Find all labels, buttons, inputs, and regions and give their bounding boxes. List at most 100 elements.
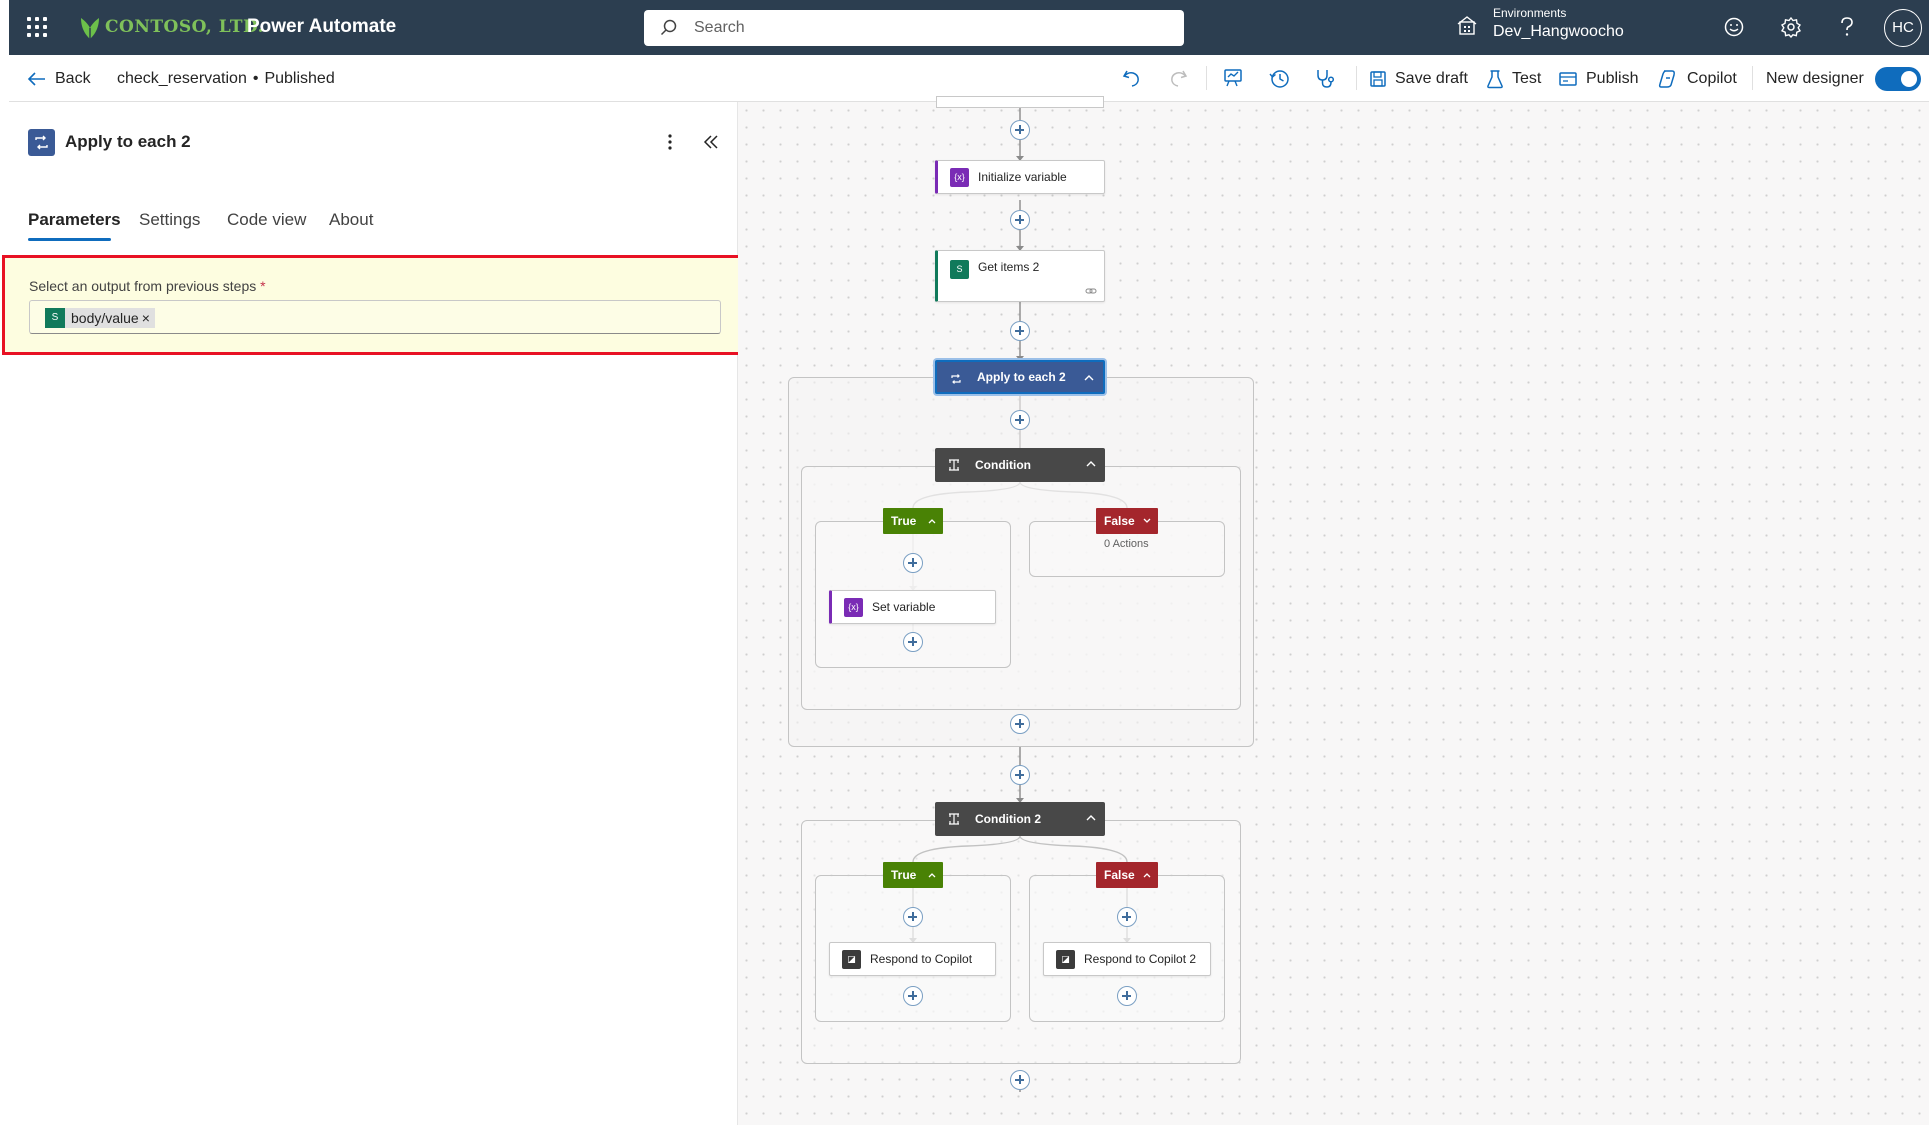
search-icon [660, 19, 677, 36]
new-designer-toggle[interactable] [1875, 67, 1921, 91]
add-step-button[interactable] [1117, 907, 1137, 927]
sharepoint-icon: S [950, 260, 969, 279]
environment-icon [1457, 16, 1477, 35]
add-step-button[interactable] [1010, 210, 1030, 230]
add-step-button[interactable] [903, 553, 923, 573]
app-title[interactable]: Power Automate [247, 16, 397, 37]
active-tab-indicator [28, 238, 111, 241]
branch-label: True [891, 868, 917, 882]
divider [1752, 66, 1753, 90]
card-label: Respond to Copilot [870, 952, 973, 966]
divider [1356, 66, 1357, 90]
add-step-button[interactable] [1117, 986, 1137, 1006]
environment-picker[interactable]: Dev_Hangwoocho [1493, 23, 1624, 40]
stethoscope-icon[interactable] [1315, 68, 1336, 89]
flow-checker-icon[interactable] [1223, 68, 1245, 88]
required-marker: * [260, 278, 266, 294]
tab-code-view[interactable]: Code view [227, 210, 307, 229]
test-label: Test [1512, 69, 1542, 87]
variable-icon: {x} [844, 597, 863, 617]
card-label: Get items 2 [978, 260, 1040, 274]
add-step-button[interactable] [1010, 1070, 1030, 1090]
add-step-button[interactable] [1010, 765, 1030, 785]
add-step-button[interactable] [903, 907, 923, 927]
sharepoint-icon: S [45, 308, 65, 328]
previous-step-output-input[interactable]: S body/value × [29, 300, 721, 334]
condition-icon [949, 459, 959, 471]
panel-title[interactable]: Apply to each 2 [65, 132, 191, 151]
respond-to-copilot-2-card[interactable]: ◪ Respond to Copilot 2 [1043, 942, 1211, 976]
dynamic-content-token[interactable]: S body/value × [45, 308, 155, 328]
true-branch-2-header[interactable]: True [883, 862, 943, 888]
add-step-button[interactable] [903, 632, 923, 652]
loop-icon [28, 129, 55, 156]
chevron-up-icon[interactable] [1083, 372, 1095, 384]
chevron-up-icon[interactable] [1085, 812, 1097, 824]
add-step-button[interactable] [1010, 120, 1030, 140]
arrow-left-icon [27, 71, 45, 86]
flow-name: check_reservation [117, 69, 247, 87]
copilot-icon [1658, 69, 1675, 88]
true-branch-header[interactable]: True [883, 508, 943, 534]
back-button[interactable]: Back [27, 55, 91, 102]
loop-icon [951, 374, 961, 384]
condition-2-card[interactable]: Condition 2 [935, 802, 1105, 836]
redo-icon[interactable] [1168, 68, 1188, 88]
add-step-button[interactable] [903, 986, 923, 1006]
flow-canvas[interactable]: {x} Initialize variable S Get items 2 Ap… [738, 96, 1929, 1125]
help-icon[interactable] [1838, 16, 1856, 38]
false-branch-header[interactable]: False [1096, 508, 1158, 534]
chevron-up-icon[interactable] [1142, 870, 1152, 880]
copilot-label: Copilot [1687, 69, 1737, 87]
card-label: Condition [975, 458, 1031, 472]
save-draft-label: Save draft [1395, 69, 1468, 87]
version-history-icon[interactable] [1269, 68, 1290, 89]
chevron-up-icon[interactable] [927, 870, 937, 880]
add-step-button[interactable] [1010, 321, 1030, 341]
save-draft-button[interactable]: Save draft [1369, 55, 1468, 102]
card-label: Apply to each 2 [977, 370, 1066, 384]
title-separator: • [252, 69, 259, 87]
branch-label: False [1104, 868, 1135, 882]
tab-settings[interactable]: Settings [139, 210, 201, 229]
user-avatar[interactable]: HC [1884, 9, 1922, 47]
flow-title: check_reservation • Published [117, 55, 335, 102]
app-launcher-icon[interactable] [27, 17, 47, 37]
chevron-up-icon[interactable] [1085, 458, 1097, 470]
card-label: Initialize variable [978, 170, 1067, 184]
more-options-icon[interactable] [662, 132, 678, 152]
remove-token-button[interactable]: × [141, 310, 150, 326]
initialize-variable-card[interactable]: {x} Initialize variable [935, 160, 1105, 194]
command-bar: Back check_reservation • Published Save … [9, 55, 1929, 102]
search-box[interactable]: Search [644, 10, 1184, 46]
chevron-down-icon[interactable] [1142, 516, 1152, 526]
company-name: CONTOSO, LTD. [105, 17, 265, 37]
false-branch-2-header[interactable]: False [1096, 862, 1158, 888]
add-step-button[interactable] [1010, 410, 1030, 430]
add-step-button[interactable] [1010, 714, 1030, 734]
previous-action-card[interactable] [936, 96, 1104, 108]
settings-gear-icon[interactable] [1780, 16, 1802, 38]
condition-card[interactable]: Condition [935, 448, 1105, 482]
flow-status: Published [264, 69, 335, 87]
respond-to-copilot-card[interactable]: ◪ Respond to Copilot [829, 942, 996, 976]
search-placeholder: Search [694, 19, 745, 36]
set-variable-card[interactable]: {x} Set variable [829, 590, 996, 624]
get-items-card[interactable]: S Get items 2 [935, 250, 1105, 302]
publish-button[interactable]: Publish [1558, 55, 1638, 102]
condition-icon [949, 813, 959, 825]
test-button[interactable]: Test [1486, 55, 1541, 102]
copilot-button[interactable]: Copilot [1657, 55, 1737, 102]
undo-icon[interactable] [1122, 68, 1142, 88]
environment-label: Environments [1493, 6, 1567, 20]
card-label: Respond to Copilot 2 [1084, 952, 1197, 966]
collapse-panel-icon[interactable] [702, 132, 720, 152]
apply-to-each-card[interactable]: Apply to each 2 [935, 360, 1105, 394]
tab-about[interactable]: About [329, 210, 374, 229]
chevron-up-icon[interactable] [927, 516, 937, 526]
field-label-text: Select an output from previous steps [29, 278, 257, 294]
back-label: Back [55, 69, 91, 87]
tab-parameters[interactable]: Parameters [28, 210, 121, 229]
feedback-smiley-icon[interactable] [1723, 16, 1745, 38]
copilot-studio-icon: ◪ [1056, 949, 1075, 969]
